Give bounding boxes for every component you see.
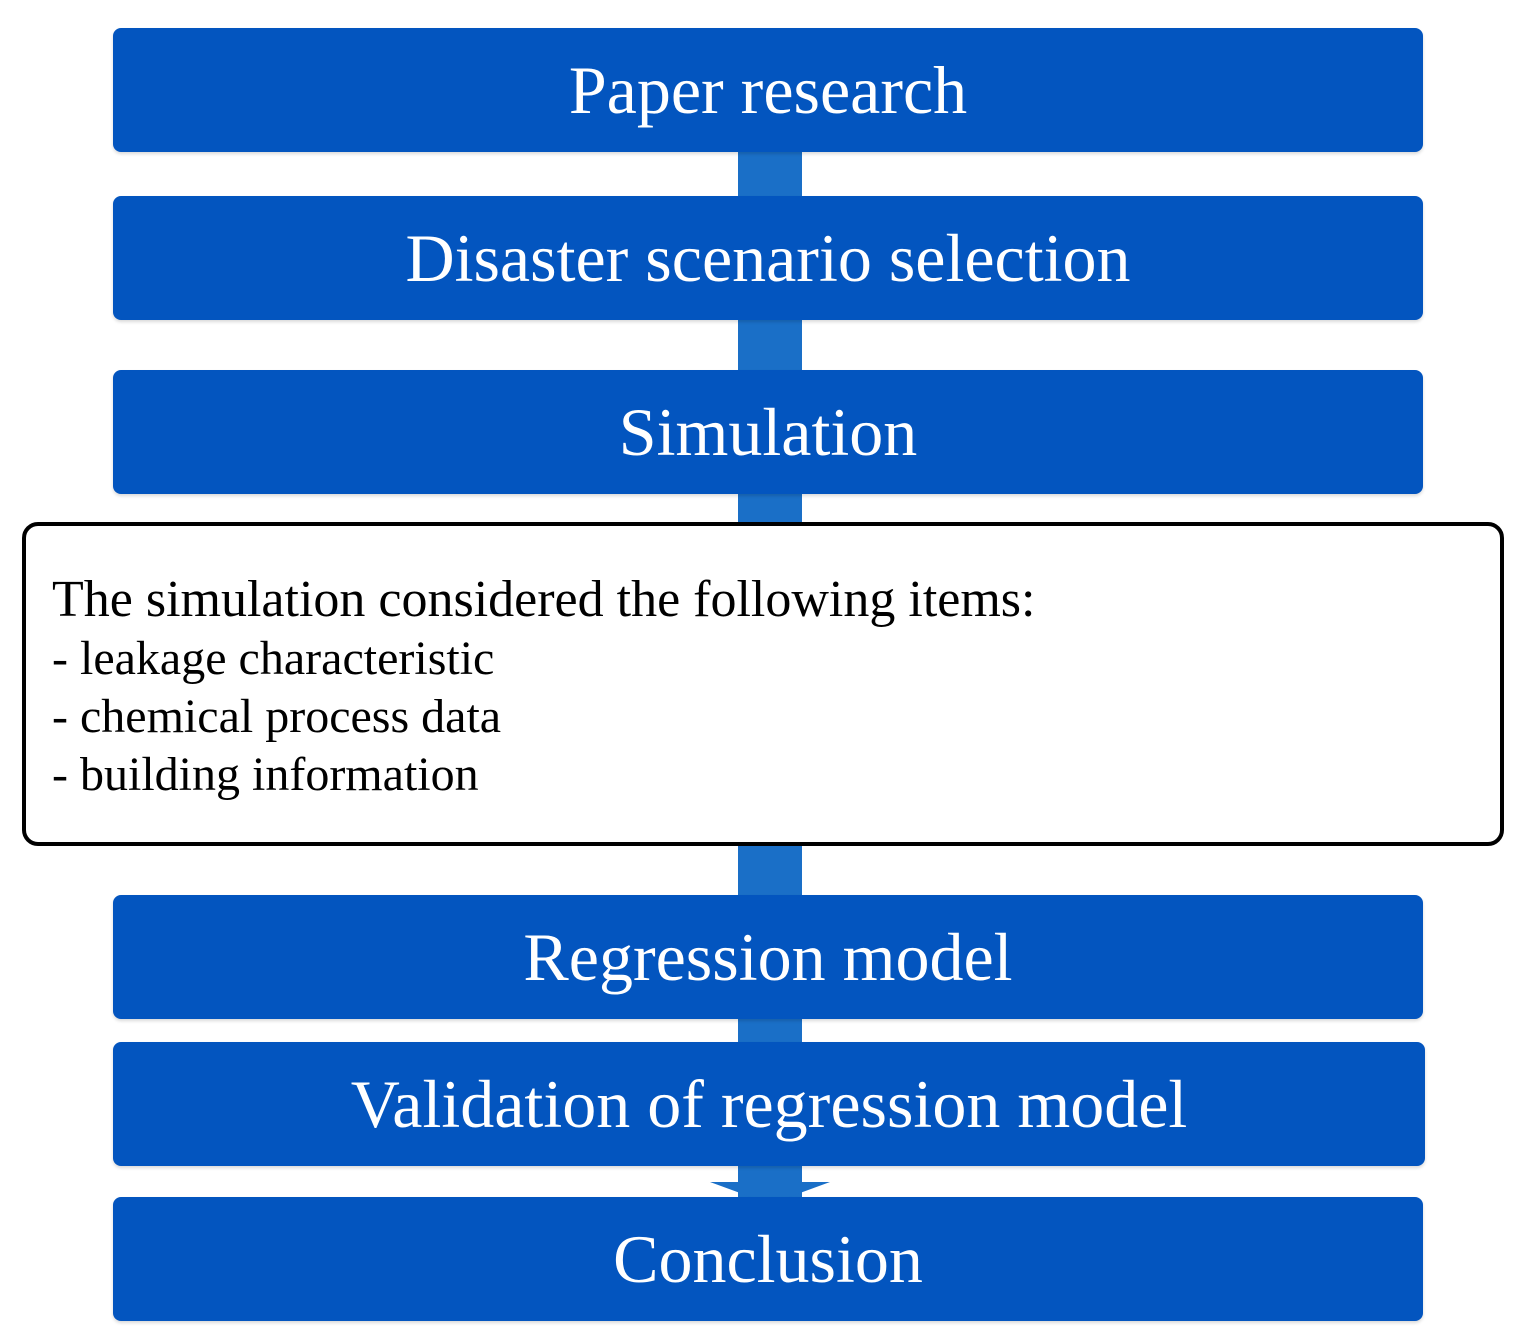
step-label: Simulation [618,394,918,470]
step-label: Validation of regression model [350,1066,1188,1142]
step-label: Disaster scenario selection [405,220,1131,296]
simulation-details-heading: The simulation considered the following … [52,571,1036,628]
simulation-details-list: - leakage characteristic - chemical proc… [52,630,1500,804]
list-item: - building information [52,748,479,801]
list-item: - leakage characteristic [52,632,495,685]
step-paper-research: Paper research [113,28,1423,152]
simulation-details-box: The simulation considered the following … [22,522,1504,846]
step-label: Regression model [523,919,1013,995]
step-label: Conclusion [613,1221,923,1297]
step-regression-model: Regression model [113,895,1423,1019]
list-item: - chemical process data [52,690,502,743]
step-disaster-scenario-selection: Disaster scenario selection [113,196,1423,320]
step-conclusion: Conclusion [113,1197,1423,1321]
step-validation-of-regression-model: Validation of regression model [113,1042,1425,1166]
step-label: Paper research [568,52,968,128]
step-simulation: Simulation [113,370,1423,494]
